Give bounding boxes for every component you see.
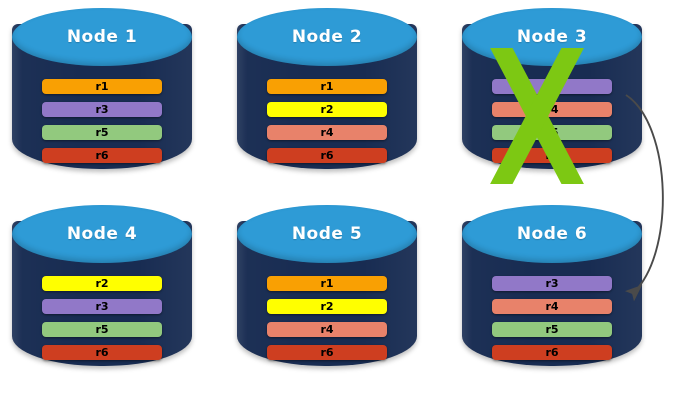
node-top-cap	[12, 8, 192, 66]
node-cylinder-5[interactable]: r1 r2 r4 r6 Node 5	[237, 205, 417, 382]
record-list: r3 r4 r5 r6	[492, 79, 612, 171]
record-label: r1	[320, 80, 334, 93]
record-bar[interactable]: r4	[492, 102, 612, 117]
node-cylinder-1[interactable]: r1 r3 r5 r6 Node 1	[12, 8, 192, 185]
record-list: r1 r3 r5 r6	[42, 79, 162, 171]
record-bar[interactable]: r1	[267, 79, 387, 94]
record-label: r6	[95, 149, 109, 162]
record-bar[interactable]: r4	[492, 299, 612, 314]
record-bar[interactable]: r6	[267, 345, 387, 360]
record-list: r1 r2 r4 r6	[267, 276, 387, 368]
record-bar[interactable]: r5	[42, 125, 162, 140]
record-label: r6	[320, 149, 334, 162]
record-bar[interactable]: r3	[42, 299, 162, 314]
record-label: r6	[320, 346, 334, 359]
node-top-cap	[237, 8, 417, 66]
record-list: r2 r3 r5 r6	[42, 276, 162, 368]
record-bar[interactable]: r3	[492, 276, 612, 291]
record-list: r1 r2 r4 r6	[267, 79, 387, 171]
record-label: r4	[320, 126, 334, 139]
node-title: Node 6	[516, 224, 588, 244]
record-bar[interactable]: r3	[492, 79, 612, 94]
node-cylinder-2[interactable]: r1 r2 r4 r6 Node 2	[237, 8, 417, 185]
record-label: r2	[320, 300, 334, 313]
record-bar[interactable]: r6	[267, 148, 387, 163]
node-cylinder-6[interactable]: r3 r4 r5 r6 Node 6	[462, 205, 642, 382]
record-bar[interactable]: r2	[267, 102, 387, 117]
record-label: r4	[545, 300, 559, 313]
record-label: r5	[545, 126, 559, 139]
record-label: r5	[95, 126, 109, 139]
record-bar[interactable]: r5	[492, 125, 612, 140]
node-cylinder-3[interactable]: r3 r4 r5 r6 Node 3	[462, 8, 642, 185]
record-label: r4	[320, 323, 334, 336]
node-top-cap	[12, 205, 192, 263]
record-bar[interactable]: r1	[42, 79, 162, 94]
node-title: Node 2	[291, 27, 363, 47]
node-title: Node 3	[516, 27, 588, 47]
record-label: r6	[545, 346, 559, 359]
record-bar[interactable]: r5	[492, 322, 612, 337]
record-label: r2	[320, 103, 334, 116]
record-label: r6	[95, 346, 109, 359]
node-cylinder-4[interactable]: r2 r3 r5 r6 Node 4	[12, 205, 192, 382]
record-label: r3	[545, 277, 559, 290]
record-bar[interactable]: r6	[42, 345, 162, 360]
record-label: r3	[545, 80, 559, 93]
record-bar[interactable]: r4	[267, 322, 387, 337]
record-bar[interactable]: r2	[267, 299, 387, 314]
node-top-cap	[237, 205, 417, 263]
record-label: r2	[95, 277, 109, 290]
node-title: Node 4	[66, 224, 138, 244]
record-bar[interactable]: r2	[42, 276, 162, 291]
record-label: r3	[95, 300, 109, 313]
record-bar[interactable]: r5	[42, 322, 162, 337]
record-label: r1	[320, 277, 334, 290]
record-label: r3	[95, 103, 109, 116]
record-bar[interactable]: r6	[492, 345, 612, 360]
record-label: r6	[545, 149, 559, 162]
record-list: r3 r4 r5 r6	[492, 276, 612, 368]
record-bar[interactable]: r6	[42, 148, 162, 163]
node-title: Node 5	[291, 224, 363, 244]
record-label: r1	[95, 80, 109, 93]
record-label: r5	[545, 323, 559, 336]
record-bar[interactable]: r3	[42, 102, 162, 117]
record-bar[interactable]: r4	[267, 125, 387, 140]
node-top-cap	[462, 205, 642, 263]
record-bar[interactable]: r6	[492, 148, 612, 163]
node-title: Node 1	[66, 27, 138, 47]
record-bar[interactable]: r1	[267, 276, 387, 291]
record-label: r4	[545, 103, 559, 116]
record-label: r5	[95, 323, 109, 336]
